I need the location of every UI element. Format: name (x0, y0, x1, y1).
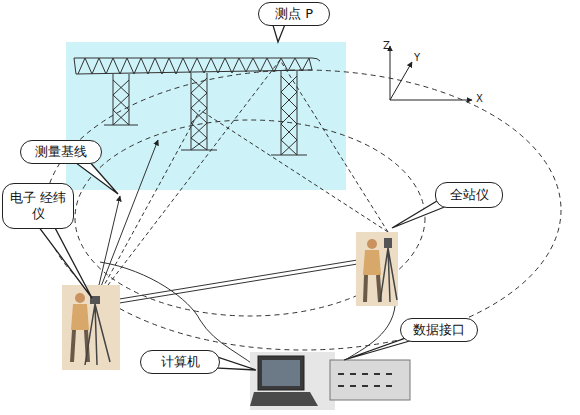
y-axis (390, 62, 412, 100)
laptop-screen (258, 356, 304, 390)
sight-line (95, 110, 200, 302)
axis-label: Z (383, 40, 390, 51)
legs (365, 275, 380, 302)
callout-bubble: 全站仪 (435, 182, 503, 208)
interface-case (330, 360, 410, 400)
callout-text: 数据接口 (413, 322, 465, 338)
head (367, 239, 377, 249)
callout-text: 计算机 (161, 354, 200, 370)
baseline (95, 255, 388, 303)
callout-bubble: 计算机 (140, 350, 220, 374)
lattice (78, 58, 312, 74)
head (75, 293, 85, 303)
photo-background (356, 232, 398, 306)
callout-tail (38, 226, 92, 298)
callout-text: 全站仪 (450, 187, 489, 203)
screen-display (262, 360, 300, 386)
truss-tower (271, 71, 307, 155)
axis-label: X (476, 93, 483, 104)
sight-line (95, 60, 280, 302)
interface-ports (338, 374, 392, 386)
sky-panel (66, 42, 346, 190)
baseline (95, 259, 388, 307)
axis-label: Y (414, 52, 420, 63)
callout-tail (72, 160, 118, 194)
tripod (380, 248, 397, 302)
coordinate-axes (390, 46, 472, 100)
sight-line (200, 110, 388, 232)
callout-text: 测量基线 (35, 144, 87, 160)
surveyor-figure (356, 232, 398, 306)
callout-bubble: 测量基线 (20, 140, 102, 164)
data-interface-box (330, 360, 410, 400)
laptop-base (250, 392, 318, 406)
photo-background (250, 352, 335, 410)
range-ellipse (45, 70, 561, 350)
callout-bubble: 测点 P (258, 2, 330, 26)
instrument (384, 238, 392, 248)
callout-bubble: 数据接口 (400, 318, 478, 342)
body (71, 304, 89, 330)
callout-text: 测点 P (275, 6, 313, 22)
data-cable (100, 262, 262, 372)
callout-tails (38, 22, 452, 370)
laptop (250, 352, 335, 410)
callout-bubble: 电子 经纬仪 (2, 183, 74, 229)
z-axis (390, 46, 391, 100)
callout-text: 电子 经纬仪 (7, 190, 69, 222)
end-post (74, 58, 76, 74)
tripod (85, 304, 110, 365)
truss-structure (74, 58, 320, 155)
sight-line (280, 60, 388, 232)
callout-tail (214, 356, 256, 370)
x-axis (390, 100, 472, 101)
range-ellipse (75, 120, 425, 316)
bottom-chord (76, 70, 312, 74)
body (363, 250, 381, 275)
truss-tower (104, 74, 138, 125)
